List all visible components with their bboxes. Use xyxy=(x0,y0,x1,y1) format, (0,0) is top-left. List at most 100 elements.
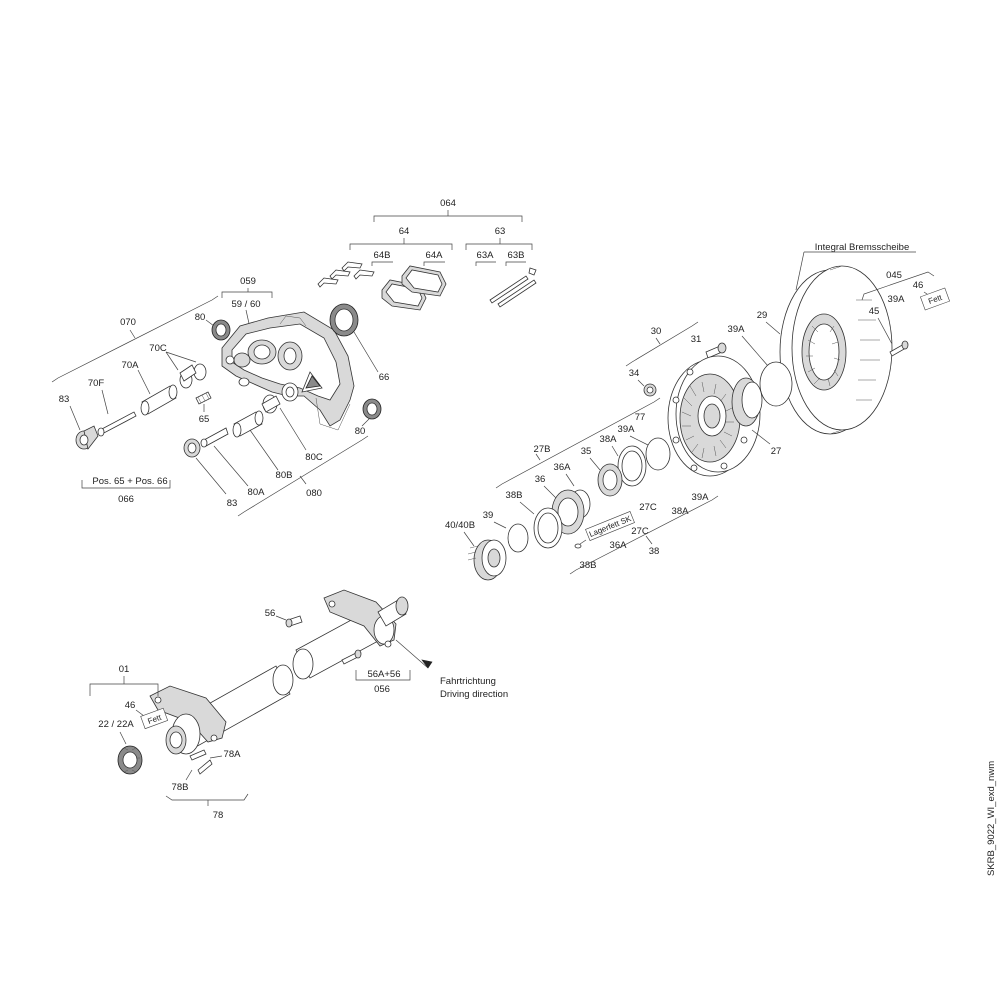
leader-35 xyxy=(589,457,601,471)
label-83-upper: 83 xyxy=(59,394,70,405)
bracket-066 xyxy=(81,480,171,489)
label-driving-direction: Driving direction xyxy=(440,689,508,700)
label-36: 36 xyxy=(535,474,546,485)
spring-65-coils xyxy=(197,392,210,404)
leader-38A-upper xyxy=(611,445,619,457)
label-22-22A: 22 / 22A xyxy=(98,719,134,730)
label-056: 056 xyxy=(374,684,390,695)
label-27C-lower: 27C xyxy=(631,526,649,537)
leader-39A-bearing xyxy=(629,435,651,447)
label-45: 45 xyxy=(869,306,880,317)
label-38B-upper: 38B xyxy=(506,490,523,501)
label-36A-upper: 36A xyxy=(554,462,572,473)
axle-nut-22 xyxy=(117,745,143,775)
bracket-056 xyxy=(355,670,411,681)
driving-direction-arrow xyxy=(395,639,429,669)
bracket-38 xyxy=(569,495,719,575)
brake-pads xyxy=(381,265,447,311)
bracket-27B-stem xyxy=(535,453,541,461)
leader-39A-mid xyxy=(741,335,769,367)
nut-34-inner xyxy=(646,386,654,394)
label-070: 070 xyxy=(120,317,136,328)
leader-70F xyxy=(101,389,109,415)
label-63A: 63A xyxy=(477,250,495,261)
guide-pin-assembly-upper xyxy=(75,363,207,450)
label-31: 31 xyxy=(691,334,702,345)
label-80B: 80B xyxy=(276,470,293,481)
pad-spring-clips xyxy=(317,261,375,288)
label-pos-65-66: Pos. 65 + Pos. 66 xyxy=(92,476,167,487)
label-59-60: 59 / 60 xyxy=(231,299,260,310)
leader-27 xyxy=(751,429,771,445)
label-56: 56 xyxy=(265,608,276,619)
label-63: 63 xyxy=(495,226,506,237)
bracket-045 xyxy=(861,271,935,301)
leader-39-lower xyxy=(493,521,507,529)
label-46-top: 46 xyxy=(913,280,924,291)
label-77: 77 xyxy=(635,412,646,423)
leader-80A xyxy=(213,445,249,487)
label-38: 38 xyxy=(649,546,660,557)
leader-70A xyxy=(137,369,151,395)
leader-83-upper xyxy=(69,405,81,431)
leader-78B xyxy=(185,769,193,781)
leader-29 xyxy=(765,321,781,335)
leader-34 xyxy=(637,379,645,387)
leader-80-top xyxy=(205,319,215,327)
bracket-01 xyxy=(89,683,159,696)
lagerfett-tag xyxy=(585,511,635,541)
label-integral-bremsscheibe: Integral Bremsscheibe xyxy=(815,242,910,253)
oring-39A xyxy=(759,361,793,407)
leader-80B xyxy=(249,429,279,471)
label-80A: 80A xyxy=(248,487,266,498)
leader-70C-b xyxy=(165,351,197,363)
group-064-brackets xyxy=(349,210,533,266)
leader-56 xyxy=(275,615,287,621)
label-fahrtrichtung: Fahrtrichtung xyxy=(440,676,496,687)
grease-tube-tip xyxy=(574,543,582,549)
leader-integral xyxy=(795,251,805,291)
label-70C: 70C xyxy=(149,343,167,354)
bracket-080-stem xyxy=(299,475,307,485)
label-29: 29 xyxy=(757,310,768,321)
fett-tag-top xyxy=(920,287,950,311)
label-80C: 80C xyxy=(305,452,323,463)
driving-direction-arrowhead xyxy=(421,659,433,669)
label-64B: 64B xyxy=(374,250,391,261)
guide-pin-assembly-lower xyxy=(183,382,299,458)
label-70F: 70F xyxy=(88,378,105,389)
label-39A-bearing: 39A xyxy=(618,424,636,435)
leader-78A xyxy=(209,755,223,759)
bracket-30-stem xyxy=(655,337,661,345)
label-40-40B: 40/40B xyxy=(445,520,475,531)
label-27C-upper: 27C xyxy=(639,502,657,513)
leader-22-22A xyxy=(119,731,127,745)
integral-brake-disc xyxy=(779,265,893,435)
bracket-38-stem xyxy=(645,535,653,545)
label-38A-lower: 38A xyxy=(672,506,690,517)
label-83-lower: 83 xyxy=(227,498,238,509)
leader-45 xyxy=(877,317,893,345)
label-64A: 64A xyxy=(426,250,444,261)
bolt-56-head xyxy=(285,618,293,628)
bracket-30 xyxy=(625,321,699,367)
label-39A-top: 39A xyxy=(888,294,906,305)
bellow-seal-80-right-inner xyxy=(366,402,378,416)
bracket-070 xyxy=(51,295,219,383)
hub-cap-40 xyxy=(467,539,507,581)
label-045: 045 xyxy=(886,270,902,281)
label-38A-upper: 38A xyxy=(600,434,618,445)
leader-36A-upper xyxy=(565,473,575,487)
lagerfett-leader xyxy=(579,539,587,545)
axle-beam-right-end xyxy=(292,589,409,680)
label-34: 34 xyxy=(629,368,640,379)
label-78: 78 xyxy=(213,810,224,821)
label-39-lower: 39 xyxy=(483,510,494,521)
axle-tube-left xyxy=(149,664,294,775)
label-46-axle: 46 xyxy=(125,700,136,711)
label-064: 064 xyxy=(440,198,456,209)
label-78A: 78A xyxy=(224,749,242,760)
label-36A-lower: 36A xyxy=(610,540,628,551)
bolt-45-head xyxy=(901,340,909,350)
label-65: 65 xyxy=(199,414,210,425)
